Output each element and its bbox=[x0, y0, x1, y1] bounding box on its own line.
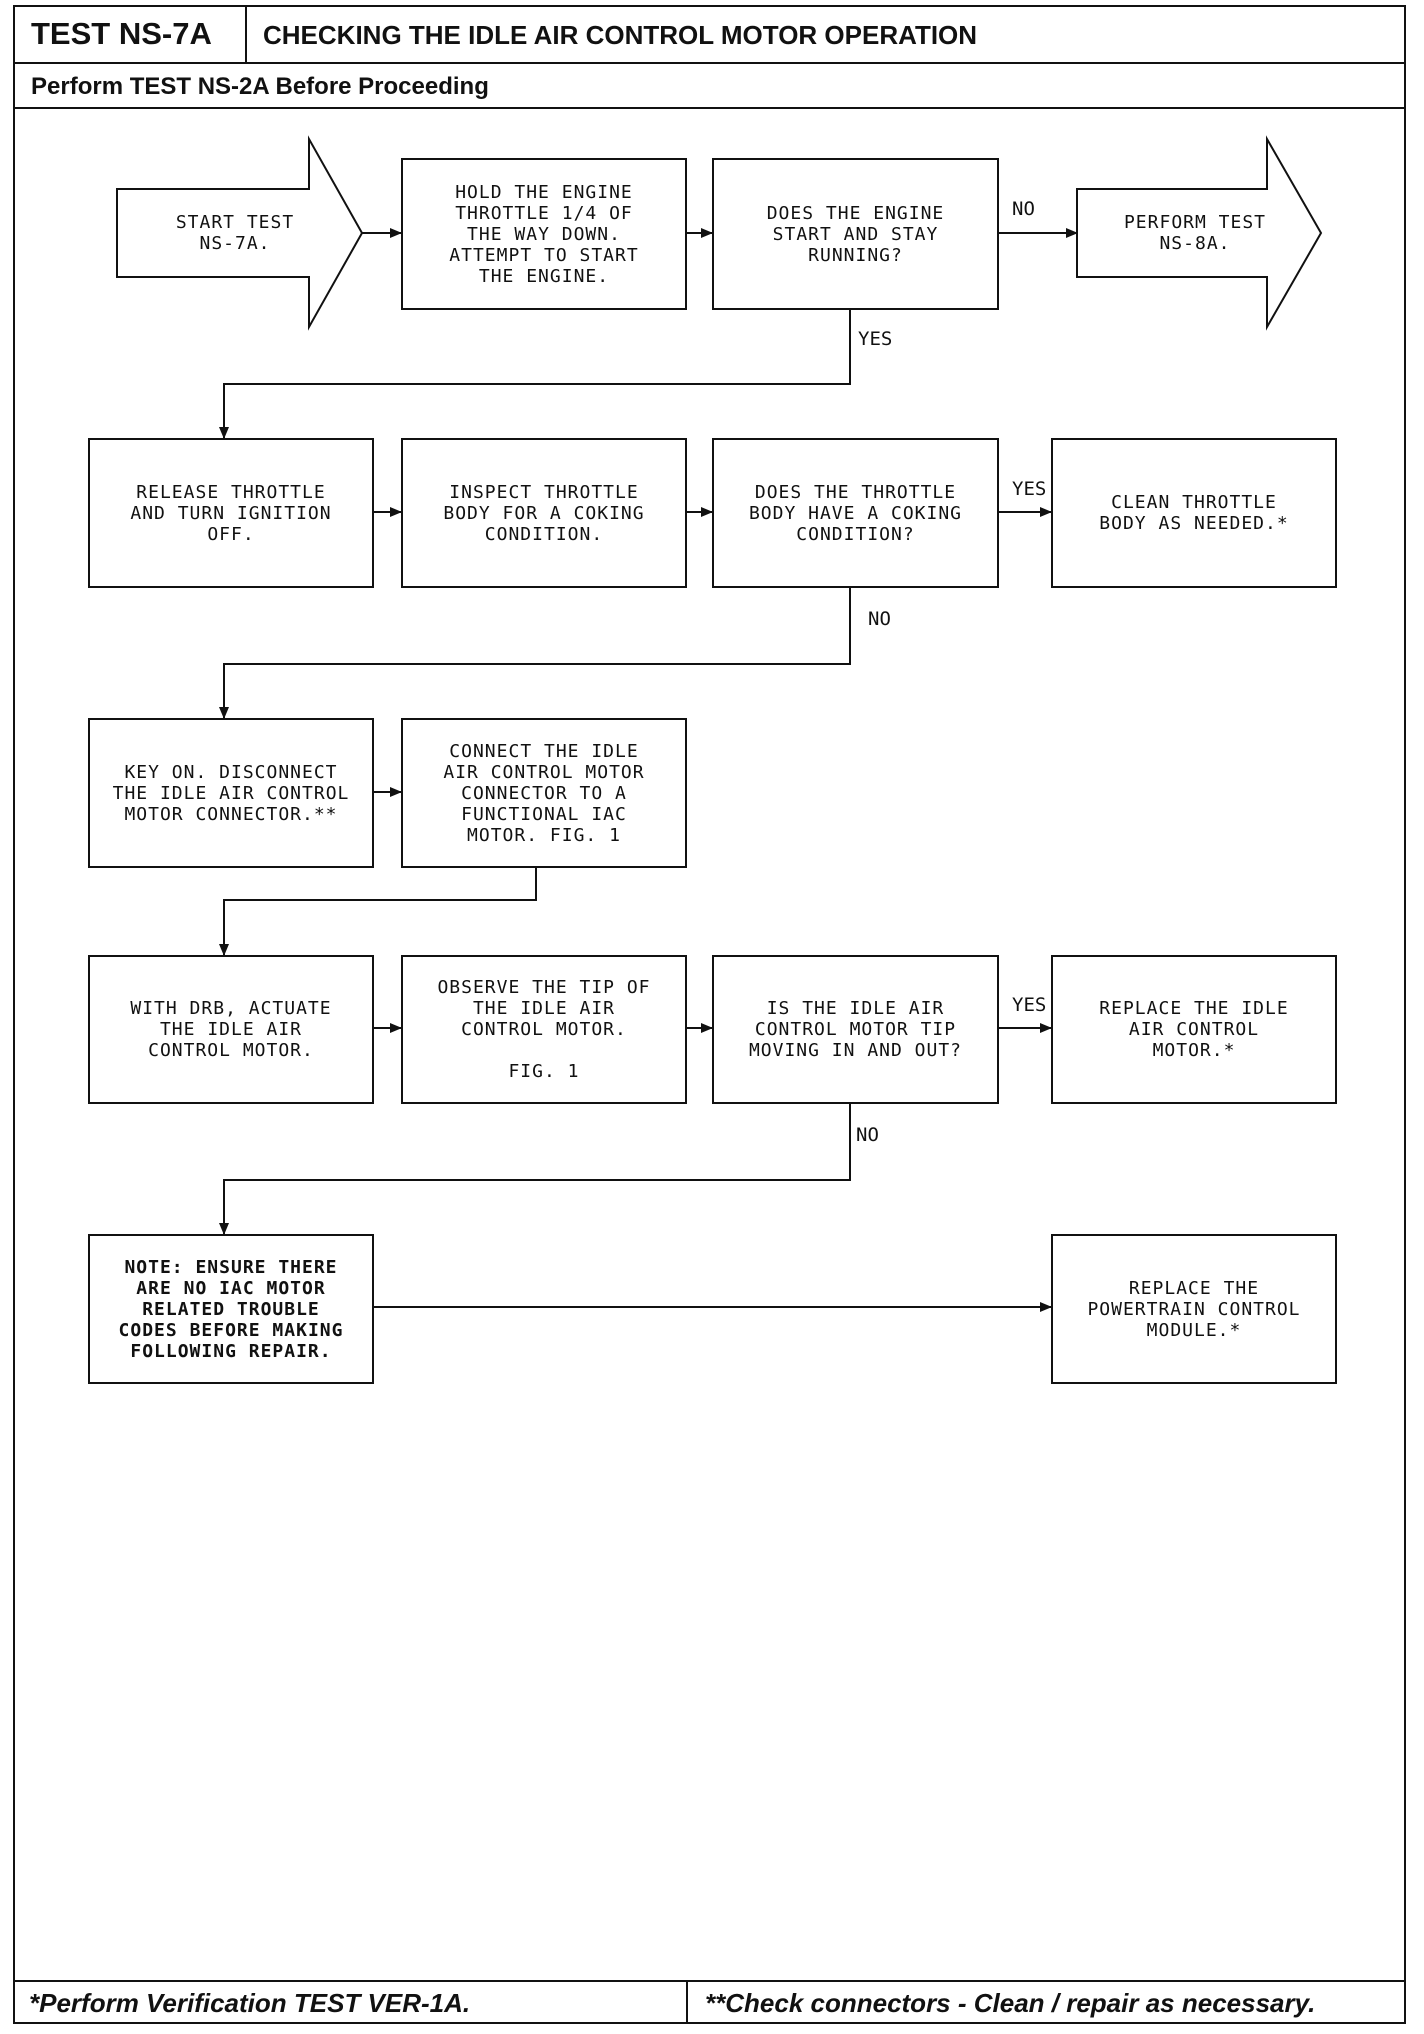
iac-note-text: NOTE: ENSURE THERE ARE NO IAC MOTOR RELA… bbox=[118, 1256, 344, 1362]
label-no: NO bbox=[856, 1124, 879, 1146]
iac-note: NOTE: ENSURE THERE ARE NO IAC MOTOR RELA… bbox=[88, 1234, 374, 1384]
label-yes: YES bbox=[1012, 994, 1047, 1016]
header-row: TEST NS-7A CHECKING THE IDLE AIR CONTROL… bbox=[13, 5, 1406, 64]
clean-throttle-step: CLEAN THROTTLE BODY AS NEEDED.* bbox=[1051, 438, 1337, 588]
coking-question: DOES THE THROTTLE BODY HAVE A COKING CON… bbox=[712, 438, 999, 588]
ns8a-arrow-shape bbox=[1076, 135, 1323, 331]
connect-iac-step: CONNECT THE IDLE AIR CONTROL MOTOR CONNE… bbox=[401, 718, 687, 868]
perform-ns8a-step: PERFORM TEST NS-8A. bbox=[1123, 212, 1267, 254]
footer-divider bbox=[686, 1982, 688, 2024]
test-title: CHECKING THE IDLE AIR CONTROL MOTOR OPER… bbox=[263, 20, 978, 50]
release-throttle-text: RELEASE THROTTLE AND TURN IGNITION OFF. bbox=[130, 481, 332, 545]
inspect-throttle-step: INSPECT THROTTLE BODY FOR A COKING CONDI… bbox=[401, 438, 687, 588]
footer-verification-note: *Perform Verification TEST VER-1A. bbox=[29, 1988, 471, 2018]
footer: *Perform Verification TEST VER-1A. **Che… bbox=[13, 1980, 1406, 2024]
actuate-iac-text: WITH DRB, ACTUATE THE IDLE AIR CONTROL M… bbox=[130, 998, 332, 1061]
clean-throttle-text: CLEAN THROTTLE BODY AS NEEDED.* bbox=[1099, 492, 1289, 534]
label-no: NO bbox=[868, 608, 891, 630]
replace-iac-text: REPLACE THE IDLE AIR CONTROL MOTOR.* bbox=[1099, 998, 1289, 1061]
engine-running-text: DOES THE ENGINE START AND STAY RUNNING? bbox=[766, 202, 945, 266]
label-yes: YES bbox=[858, 328, 893, 350]
replace-pcm-text: REPLACE THE POWERTRAIN CONTROL MODULE.* bbox=[1087, 1277, 1301, 1341]
engine-running-question: DOES THE ENGINE START AND STAY RUNNING? bbox=[712, 158, 999, 310]
prerequisite-note: Perform TEST NS-2A Before Proceeding bbox=[13, 64, 1406, 109]
hold-throttle-step: HOLD THE ENGINE THROTTLE 1/4 OF THE WAY … bbox=[401, 158, 687, 310]
hold-throttle-text: HOLD THE ENGINE THROTTLE 1/4 OF THE WAY … bbox=[449, 181, 639, 287]
page-frame bbox=[13, 5, 1406, 2024]
start-test-step: START TEST NS-7A. bbox=[175, 212, 295, 254]
inspect-throttle-text: INSPECT THROTTLE BODY FOR A COKING CONDI… bbox=[443, 481, 645, 545]
actuate-iac-step: WITH DRB, ACTUATE THE IDLE AIR CONTROL M… bbox=[88, 955, 374, 1104]
replace-iac-step: REPLACE THE IDLE AIR CONTROL MOTOR.* bbox=[1051, 955, 1337, 1104]
footer-connector-note: **Check connectors - Clean / repair as n… bbox=[705, 1988, 1316, 2018]
observe-tip-text: OBSERVE THE TIP OF THE IDLE AIR CONTROL … bbox=[437, 977, 651, 1082]
replace-pcm-step: REPLACE THE POWERTRAIN CONTROL MODULE.* bbox=[1051, 1234, 1337, 1384]
connect-iac-text: CONNECT THE IDLE AIR CONTROL MOTOR CONNE… bbox=[443, 740, 645, 846]
label-yes: YES bbox=[1012, 478, 1047, 500]
release-throttle-step: RELEASE THROTTLE AND TURN IGNITION OFF. bbox=[88, 438, 374, 588]
observe-tip-step: OBSERVE THE TIP OF THE IDLE AIR CONTROL … bbox=[401, 955, 687, 1104]
tip-moving-question: IS THE IDLE AIR CONTROL MOTOR TIP MOVING… bbox=[712, 955, 999, 1104]
key-on-step: KEY ON. DISCONNECT THE IDLE AIR CONTROL … bbox=[88, 718, 374, 868]
test-id: TEST NS-7A bbox=[13, 5, 247, 62]
key-on-text: KEY ON. DISCONNECT THE IDLE AIR CONTROL … bbox=[112, 761, 350, 825]
label-no: NO bbox=[1012, 198, 1035, 220]
start-arrow-shape bbox=[116, 135, 364, 331]
tip-moving-text: IS THE IDLE AIR CONTROL MOTOR TIP MOVING… bbox=[748, 998, 963, 1061]
coking-question-text: DOES THE THROTTLE BODY HAVE A COKING CON… bbox=[748, 481, 963, 545]
